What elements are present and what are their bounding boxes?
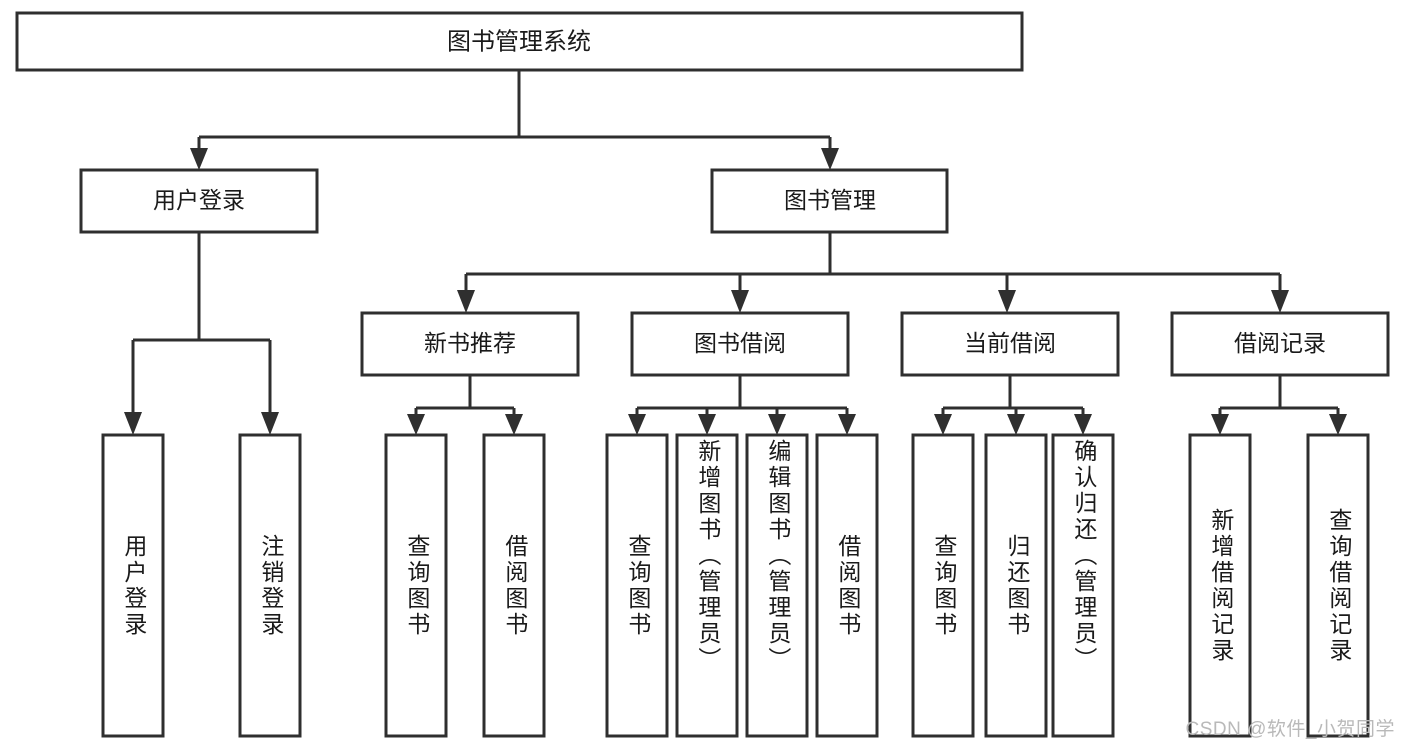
node-root-label: 图书管理系统 [447, 28, 591, 55]
node-root[interactable] [15, 11, 1024, 72]
node-borrow-record[interactable] [1170, 311, 1390, 377]
node-new-book-rec[interactable] [360, 311, 580, 377]
arrow-head-leaf-user-login [124, 412, 142, 435]
node-book-manage-label: 图书管理 [784, 187, 876, 213]
node-leaf-return-book[interactable] [984, 433, 1048, 738]
arrow-head-leaf-edit-book [768, 414, 786, 435]
node-book-borrow[interactable] [630, 311, 850, 377]
node-borrow-record-label: 借阅记录 [1234, 330, 1326, 356]
arrow-head-leaf-query-book-2 [628, 414, 646, 435]
node-leaf-user-login[interactable] [101, 433, 165, 738]
nodes-layer: 图书管理系统 用户登录 图书管理 新书推荐 图书借阅 当前借阅 借阅记录 [15, 11, 1390, 738]
node-leaf-query-book-1[interactable] [384, 433, 448, 738]
node-new-book-rec-label: 新书推荐 [424, 330, 516, 356]
node-user-login[interactable] [79, 168, 319, 234]
node-leaf-edit-book[interactable] [745, 433, 809, 738]
arrow-head-leaf-borrow-book-2 [838, 414, 856, 435]
arrow-head-new-book-rec [457, 290, 475, 313]
arrow-head-leaf-confirm-return [1074, 414, 1092, 435]
node-leaf-confirm-return[interactable] [1051, 433, 1115, 738]
connectors-layer [124, 70, 1347, 435]
arrow-head-book-borrow [731, 290, 749, 313]
node-leaf-query-record[interactable] [1306, 433, 1370, 738]
node-leaf-add-book[interactable] [675, 433, 739, 738]
arrow-head-borrow-record [1271, 290, 1289, 313]
node-leaf-logout[interactable] [238, 433, 302, 738]
arrow-head-book-manage [821, 148, 839, 170]
arrow-head-leaf-borrow-book-1 [505, 414, 523, 435]
arrow-head-leaf-query-book-3 [934, 414, 952, 435]
node-leaf-borrow-book-1[interactable] [482, 433, 546, 738]
watermark: CSDN @软件_小贺同学 [1185, 719, 1395, 740]
arrow-head-leaf-query-record [1329, 414, 1347, 435]
arrow-head-leaf-return-book [1007, 414, 1025, 435]
node-leaf-add-record[interactable] [1188, 433, 1252, 738]
arrow-head-leaf-add-book [698, 414, 716, 435]
node-leaf-query-book-3[interactable] [911, 433, 975, 738]
node-book-borrow-label: 图书借阅 [694, 330, 786, 356]
node-user-login-label: 用户登录 [153, 187, 245, 213]
arrow-head-current-borrow [998, 290, 1016, 313]
arrow-head-leaf-logout [261, 412, 279, 435]
arrow-head-leaf-add-record [1211, 414, 1229, 435]
node-current-borrow[interactable] [900, 311, 1120, 377]
arrow-head-user-login [190, 148, 208, 170]
node-book-manage[interactable] [710, 168, 949, 234]
node-leaf-borrow-book-2[interactable] [815, 433, 879, 738]
node-current-borrow-label: 当前借阅 [964, 330, 1056, 356]
node-leaf-query-book-2[interactable] [605, 433, 669, 738]
arrow-head-leaf-query-book-1 [407, 414, 425, 435]
